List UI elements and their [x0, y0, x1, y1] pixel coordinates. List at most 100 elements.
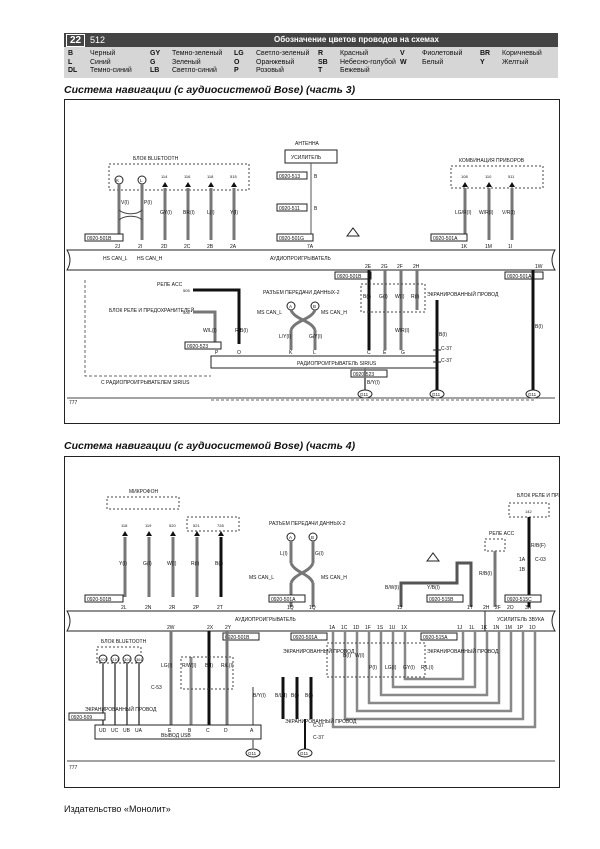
svg-text:A: A — [289, 535, 292, 540]
d2-mic-terminal-521: 521 — [193, 523, 200, 536]
d2-mic-box-2 — [186, 516, 240, 532]
svg-text:A: A — [250, 728, 254, 734]
d2-shield-label-2: ЭКРАНИРОВАННЫЙ ПРОВОД — [427, 647, 499, 655]
svg-text:301: 301 — [124, 657, 131, 662]
d2-pin-1q-1: 1Q — [287, 605, 294, 611]
d2-amp-wire-5: GY(I) — [403, 665, 415, 671]
d2-amp-wire-1: B(I) — [343, 653, 351, 659]
d2-relay-wire-1: R/B(F) — [531, 543, 546, 549]
d2-ms-can-l: MS CAN_L — [249, 575, 274, 581]
d2-pin-2r: 2R — [169, 605, 176, 611]
d1-cluster-wire-3: V/R(I) — [502, 210, 515, 216]
d1-sirius-pin-c: C — [367, 350, 371, 356]
d1-top-wire-1: B(I) — [363, 294, 371, 300]
d2-usb-wire-1: LG(I) — [161, 663, 173, 669]
d1-hs-can-l: HS CAN_L — [103, 256, 128, 262]
d1-pin-2f: 2F — [397, 264, 403, 270]
d2-relay-wire-2: R/B(I) — [479, 571, 492, 577]
d2-mic-wire-1: Y(I) — [119, 561, 127, 567]
d2-relay-pin-1a: 1A — [519, 557, 526, 563]
d1-cluster-wire-2: W/R(I) — [479, 210, 494, 216]
svg-text:116: 116 — [184, 174, 191, 179]
d2-data-connector-a: A — [286, 532, 296, 542]
d1-relay-acc-label: РЕЛЕ ACC — [157, 282, 183, 288]
d1-relay-fuse-ref: 506 — [183, 310, 190, 315]
d2-usb-wire-3: B(I) — [205, 663, 213, 669]
d1-connector-0920-501a — [430, 233, 468, 242]
d2-relay-pin-1b: 1B — [519, 567, 526, 573]
svg-text:D: D — [224, 728, 228, 734]
d1-wire-c37-label: B(I) — [439, 332, 447, 338]
svg-text:0920-511: 0920-511 — [279, 206, 300, 212]
d1-wire-relay-acc — [193, 288, 241, 344]
d2-pin-3a: 3A — [525, 605, 532, 611]
d1-sirius-pin-g: G — [401, 350, 405, 356]
d1-wire-wl: W/L(I) — [203, 328, 217, 334]
d2-wire-relay-loop — [399, 561, 473, 607]
d2-pin-1q-2: 1Q — [309, 605, 316, 611]
d2-shield-box-usb — [180, 656, 234, 690]
d2-microphone-label: МИКРОФОН — [129, 489, 158, 495]
svg-text:1D: 1D — [353, 625, 360, 631]
d2-bt-ref-210: 210 — [110, 654, 120, 664]
d2-mic-wire-4: R(I) — [191, 561, 200, 567]
d2-amp-wire-bundle — [331, 631, 537, 729]
svg-text:1F: 1F — [365, 625, 371, 631]
svg-text:0920-501A: 0920-501A — [271, 597, 296, 603]
d2-connector-0920-501a — [268, 594, 306, 603]
d1-connector-0920-523 — [184, 341, 222, 350]
d2-relay-fuse-label: БЛОК РЕЛЕ И ПРЕДОХРАНИТЕЛЕЙ — [517, 491, 559, 499]
svg-text:521: 521 — [193, 523, 200, 528]
svg-text:0920-501B: 0920-501B — [87, 597, 112, 603]
d2-connector-0920-509 — [68, 712, 106, 721]
svg-text:0920-501A: 0920-501A — [433, 236, 458, 242]
d1-bt-terminal-k: K — [114, 175, 124, 185]
svg-text:0920-515B: 0920-515B — [429, 597, 454, 603]
d2-amp-wire-3: P(I) — [369, 665, 377, 671]
d2-connector-0920-515c — [504, 594, 542, 603]
d2-amplifier-label: УСИЛИТЕЛЬ ЗВУКА — [497, 617, 545, 623]
d1-wire-label-5: L(I) — [207, 210, 215, 216]
svg-text:UA: UA — [135, 728, 143, 734]
d1-ground-ref: 777 — [69, 400, 78, 406]
d2-can-wire-2: G(I) — [315, 551, 324, 557]
d2-relay-wire-4: Y/B(I) — [427, 585, 440, 591]
d1-wire-label-6: Y(I) — [230, 210, 238, 216]
d2-pin-2y: 2Y — [225, 625, 232, 631]
d2-mic-wire-2: G(I) — [143, 561, 152, 567]
svg-text:1C: 1C — [341, 625, 348, 631]
d1-hs-can-h: HS CAN_H — [137, 256, 163, 262]
d1-audio-player-band — [66, 249, 556, 271]
d1-pin-1w: 1W — [535, 264, 543, 270]
d2-ground-2: G11 — [297, 748, 313, 758]
svg-text:E: E — [168, 728, 172, 734]
d2-pin-2t: 2T — [217, 605, 223, 611]
d2-ground-wire-1: B/L(I) — [275, 693, 288, 699]
d1-sirius-pin-p: P — [215, 350, 219, 356]
svg-text:114: 114 — [161, 174, 168, 179]
svg-text:515: 515 — [230, 174, 237, 179]
d1-bt-terminal-515: 515 — [230, 174, 237, 187]
d2-ground-wire-3: B(I) — [305, 693, 313, 699]
svg-text:1L: 1L — [469, 625, 475, 631]
d1-shield-label: ЭКРАНИРОВАННЫЙ ПРОВОД — [427, 290, 499, 298]
d1-audio-player-label: АУДИОПРОИГРЫВАТЕЛЬ — [270, 256, 331, 262]
d1-connector-0920-501g — [276, 233, 314, 242]
d2-connector-0920-501b-2 — [222, 632, 260, 641]
d2-splice-c03: C-03 — [535, 557, 546, 563]
d2-connector-0920-501b — [84, 594, 124, 603]
svg-text:G11: G11 — [360, 392, 369, 397]
d1-amplifier-label: УСИЛИТЕЛЬ — [291, 155, 322, 161]
d2-pin-2p: 2P — [193, 605, 200, 611]
svg-text:G11: G11 — [248, 751, 257, 756]
svg-text:G11: G11 — [432, 392, 441, 397]
d2-bt-ref-205: 205 — [98, 654, 108, 664]
d2-mic-terminal-728: 728 — [217, 523, 224, 536]
